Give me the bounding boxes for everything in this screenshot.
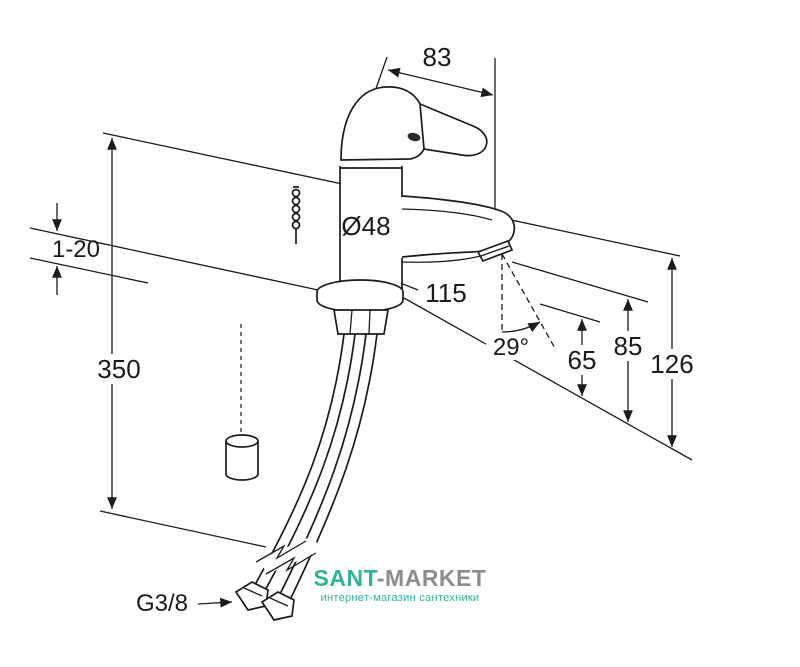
lever-root-seam xyxy=(419,103,425,150)
dim-85-label: 85 xyxy=(614,331,643,361)
dim-angle-label: 29° xyxy=(493,334,529,361)
lift-rod xyxy=(291,186,301,244)
lift-rod-ball xyxy=(291,196,301,206)
aerator-seam xyxy=(480,245,510,257)
faucet-handle xyxy=(340,86,488,161)
connector-nut-1-facet xyxy=(243,587,263,597)
label-backdrops xyxy=(92,331,699,384)
connector-nut-2-facet xyxy=(269,597,289,607)
temperature-indicator-dot xyxy=(407,132,421,142)
break-mask xyxy=(258,536,322,574)
break-zigzag-upper xyxy=(255,540,307,563)
dim-label-bg xyxy=(606,331,650,361)
faucet-body xyxy=(339,166,403,290)
dim-label-bg xyxy=(560,345,604,375)
connector-nut-2 xyxy=(260,591,295,621)
hose-break xyxy=(255,536,322,575)
deck-top-reference-line xyxy=(29,227,319,291)
escutcheon xyxy=(316,279,404,313)
hose2-left-edge xyxy=(276,333,367,601)
lift-rod-ball xyxy=(291,188,301,198)
nut-body xyxy=(332,309,390,335)
faucet-spout xyxy=(401,195,516,263)
dim-label-bg xyxy=(92,354,146,384)
faucet xyxy=(225,86,516,621)
angle-slanted-dashed-line xyxy=(501,253,557,351)
dim-83-line xyxy=(387,67,494,98)
lift-rod-ball xyxy=(291,204,301,214)
supply-hoses xyxy=(251,333,378,605)
dimension-labels: 83 Ø48 1-20 115 29° 65 85 126 350 G3/8 xyxy=(52,42,694,617)
spout-outlet-reference-line xyxy=(511,261,649,303)
dim-350-label: 350 xyxy=(97,354,140,384)
lift-rod-ball xyxy=(291,212,301,222)
counter-plane-extension-line xyxy=(403,297,693,461)
spout-inner-line xyxy=(401,208,493,221)
dim-diameter-label: Ø48 xyxy=(341,211,390,241)
break-zigzag-lower xyxy=(265,552,317,575)
dim-115-label: 115 xyxy=(425,278,466,308)
dim-126-label: 126 xyxy=(650,349,693,379)
dim-label-bg xyxy=(645,349,699,379)
mounting-nut xyxy=(332,309,390,335)
connector-nut-1 xyxy=(234,581,269,611)
deck-bottom-reference-line xyxy=(29,257,149,284)
dim-83-label: 83 xyxy=(423,42,452,72)
dim-1-20-label: 1-20 xyxy=(52,236,100,263)
hose2-right-edge xyxy=(287,333,378,605)
nut-facet xyxy=(349,309,353,335)
nut-facet xyxy=(368,309,371,335)
angle-arc xyxy=(501,321,541,333)
body-mask xyxy=(341,166,401,288)
dim-thread-label: G3/8 xyxy=(136,590,188,617)
dim-65-label: 65 xyxy=(568,345,597,375)
dimension-thread xyxy=(197,597,233,608)
escutcheon-rim xyxy=(316,292,404,313)
spout-outline xyxy=(401,195,516,258)
hose-connectors xyxy=(234,581,295,621)
dim-thread-leader xyxy=(197,597,233,608)
handle-outline xyxy=(340,86,488,161)
weight-top xyxy=(225,434,259,448)
weight-body xyxy=(225,441,259,481)
dim-label-bg xyxy=(486,334,536,360)
lift-rod-ball xyxy=(291,220,301,230)
bottom-plane-reference-line xyxy=(99,510,267,548)
pull-weight xyxy=(225,324,259,481)
stream-reference-line xyxy=(539,303,601,323)
